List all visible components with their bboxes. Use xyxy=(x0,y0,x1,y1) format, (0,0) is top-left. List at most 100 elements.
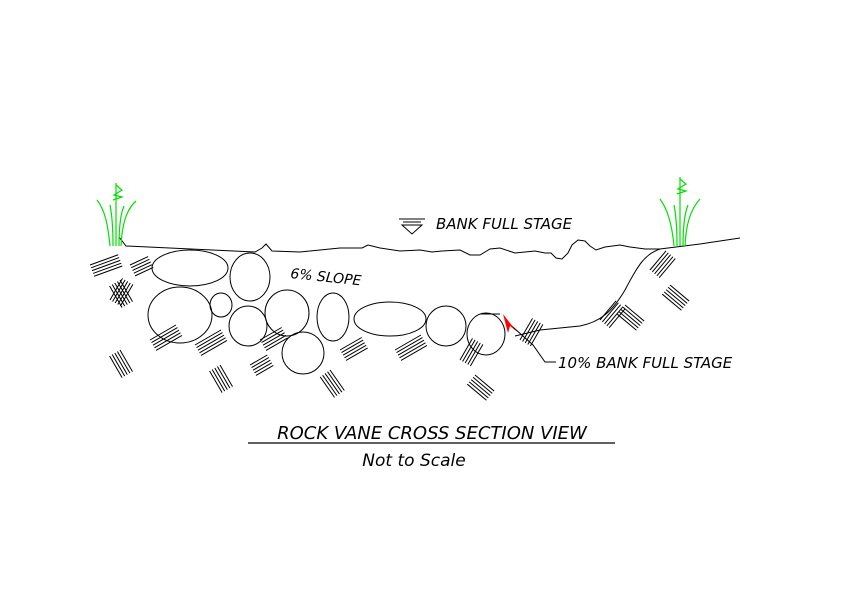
hatch-line xyxy=(109,278,123,301)
hatch-line xyxy=(112,279,126,302)
drawing-title: ROCK VANE CROSS SECTION VIEW xyxy=(277,423,588,444)
rock xyxy=(228,305,268,347)
hatch-line xyxy=(522,319,536,342)
hatch-line xyxy=(131,258,150,269)
hatch-line xyxy=(117,282,131,305)
hatch-line xyxy=(154,332,181,349)
hatch-line xyxy=(216,366,231,389)
hatch-line xyxy=(669,284,690,302)
grass-icon xyxy=(659,177,701,247)
hatch-line xyxy=(252,359,271,371)
hatch-line xyxy=(468,381,489,399)
grass-icon xyxy=(96,183,137,247)
hatch-line xyxy=(211,369,226,392)
hatch-line xyxy=(519,318,533,341)
hatch-line xyxy=(197,334,225,351)
hatch-line xyxy=(265,337,288,351)
hatch-line xyxy=(342,342,365,356)
hatch-line xyxy=(622,306,643,324)
hatch-line xyxy=(459,338,473,361)
hatch-line xyxy=(474,374,495,392)
hatch-line xyxy=(665,289,686,307)
hatch-line xyxy=(329,369,345,391)
bank-full-stage-label: BANK FULL STAGE xyxy=(436,215,573,233)
rock xyxy=(353,301,427,337)
hatch-line xyxy=(606,306,624,327)
hatch-line xyxy=(467,342,481,365)
water-level-symbol xyxy=(399,218,425,235)
hatch-line xyxy=(599,300,617,321)
rock xyxy=(425,305,467,347)
hatch-line xyxy=(91,259,121,272)
hatch-line xyxy=(209,370,223,393)
rock xyxy=(151,249,229,287)
hatch-line xyxy=(618,311,639,329)
leader-arrow-icon xyxy=(503,314,516,333)
hatch-line xyxy=(262,332,285,346)
hatch-line xyxy=(661,293,682,311)
hatch-line xyxy=(261,329,284,344)
rocks xyxy=(147,249,506,375)
rock xyxy=(264,289,310,337)
hatch-line xyxy=(470,379,491,397)
drawing-subtitle: Not to Scale xyxy=(362,451,465,471)
hatch-line xyxy=(264,334,287,349)
hatch-line xyxy=(200,339,228,356)
hatch-line xyxy=(397,339,425,356)
hatch-line xyxy=(116,351,131,374)
hatch-line xyxy=(344,344,367,359)
hatch-line xyxy=(649,250,667,271)
hatch-line xyxy=(251,357,270,369)
vegetation xyxy=(96,177,701,247)
hatch-line xyxy=(472,376,493,394)
hatch-line xyxy=(464,341,479,364)
hatch-line xyxy=(149,324,177,341)
hatch-line xyxy=(111,354,126,377)
hatch-line xyxy=(396,337,423,354)
hatch-line xyxy=(155,334,183,351)
rock xyxy=(209,292,233,318)
hatch-line xyxy=(134,266,154,277)
hatch-line xyxy=(132,261,151,271)
hatch-line xyxy=(339,337,362,351)
hatch-line xyxy=(119,349,133,372)
hatch-line xyxy=(133,264,153,274)
rock xyxy=(281,331,325,375)
hatch-line xyxy=(667,286,688,304)
hatch-line xyxy=(324,373,340,395)
hatch-line xyxy=(651,252,669,273)
hatch-line xyxy=(109,355,123,378)
hatch-line xyxy=(114,281,129,304)
hatch-line xyxy=(114,352,128,375)
hatch-line xyxy=(527,322,541,345)
hatch-line xyxy=(199,337,226,354)
hatch-line xyxy=(152,329,180,346)
hatch-line xyxy=(89,254,119,266)
hatch-line xyxy=(219,364,233,387)
hatch-line xyxy=(345,347,368,361)
water-surface-line xyxy=(118,236,741,260)
hatch-line xyxy=(341,339,364,354)
hatch-line xyxy=(322,374,338,396)
hatch-line xyxy=(466,383,487,401)
hatch-line xyxy=(194,329,222,346)
hatch-line xyxy=(658,258,676,279)
hatch-line xyxy=(254,362,273,374)
hatch-line xyxy=(656,256,674,277)
rock xyxy=(466,312,506,356)
slope-label: 6% SLOPE xyxy=(290,266,363,289)
hatch-line xyxy=(255,364,274,376)
hatch-line xyxy=(129,256,149,266)
hatch-line xyxy=(601,302,619,323)
channel-bank-line xyxy=(514,248,661,337)
hatch-line xyxy=(92,262,122,274)
hatch-line xyxy=(249,354,268,366)
hatch-line xyxy=(663,291,684,309)
hatch-line xyxy=(654,254,672,275)
ten-percent-bank-full-stage-label: 10% BANK FULL STAGE xyxy=(558,354,733,372)
soil-hatching xyxy=(89,250,690,401)
hatch-line xyxy=(259,327,282,341)
hatch-line xyxy=(620,309,641,327)
